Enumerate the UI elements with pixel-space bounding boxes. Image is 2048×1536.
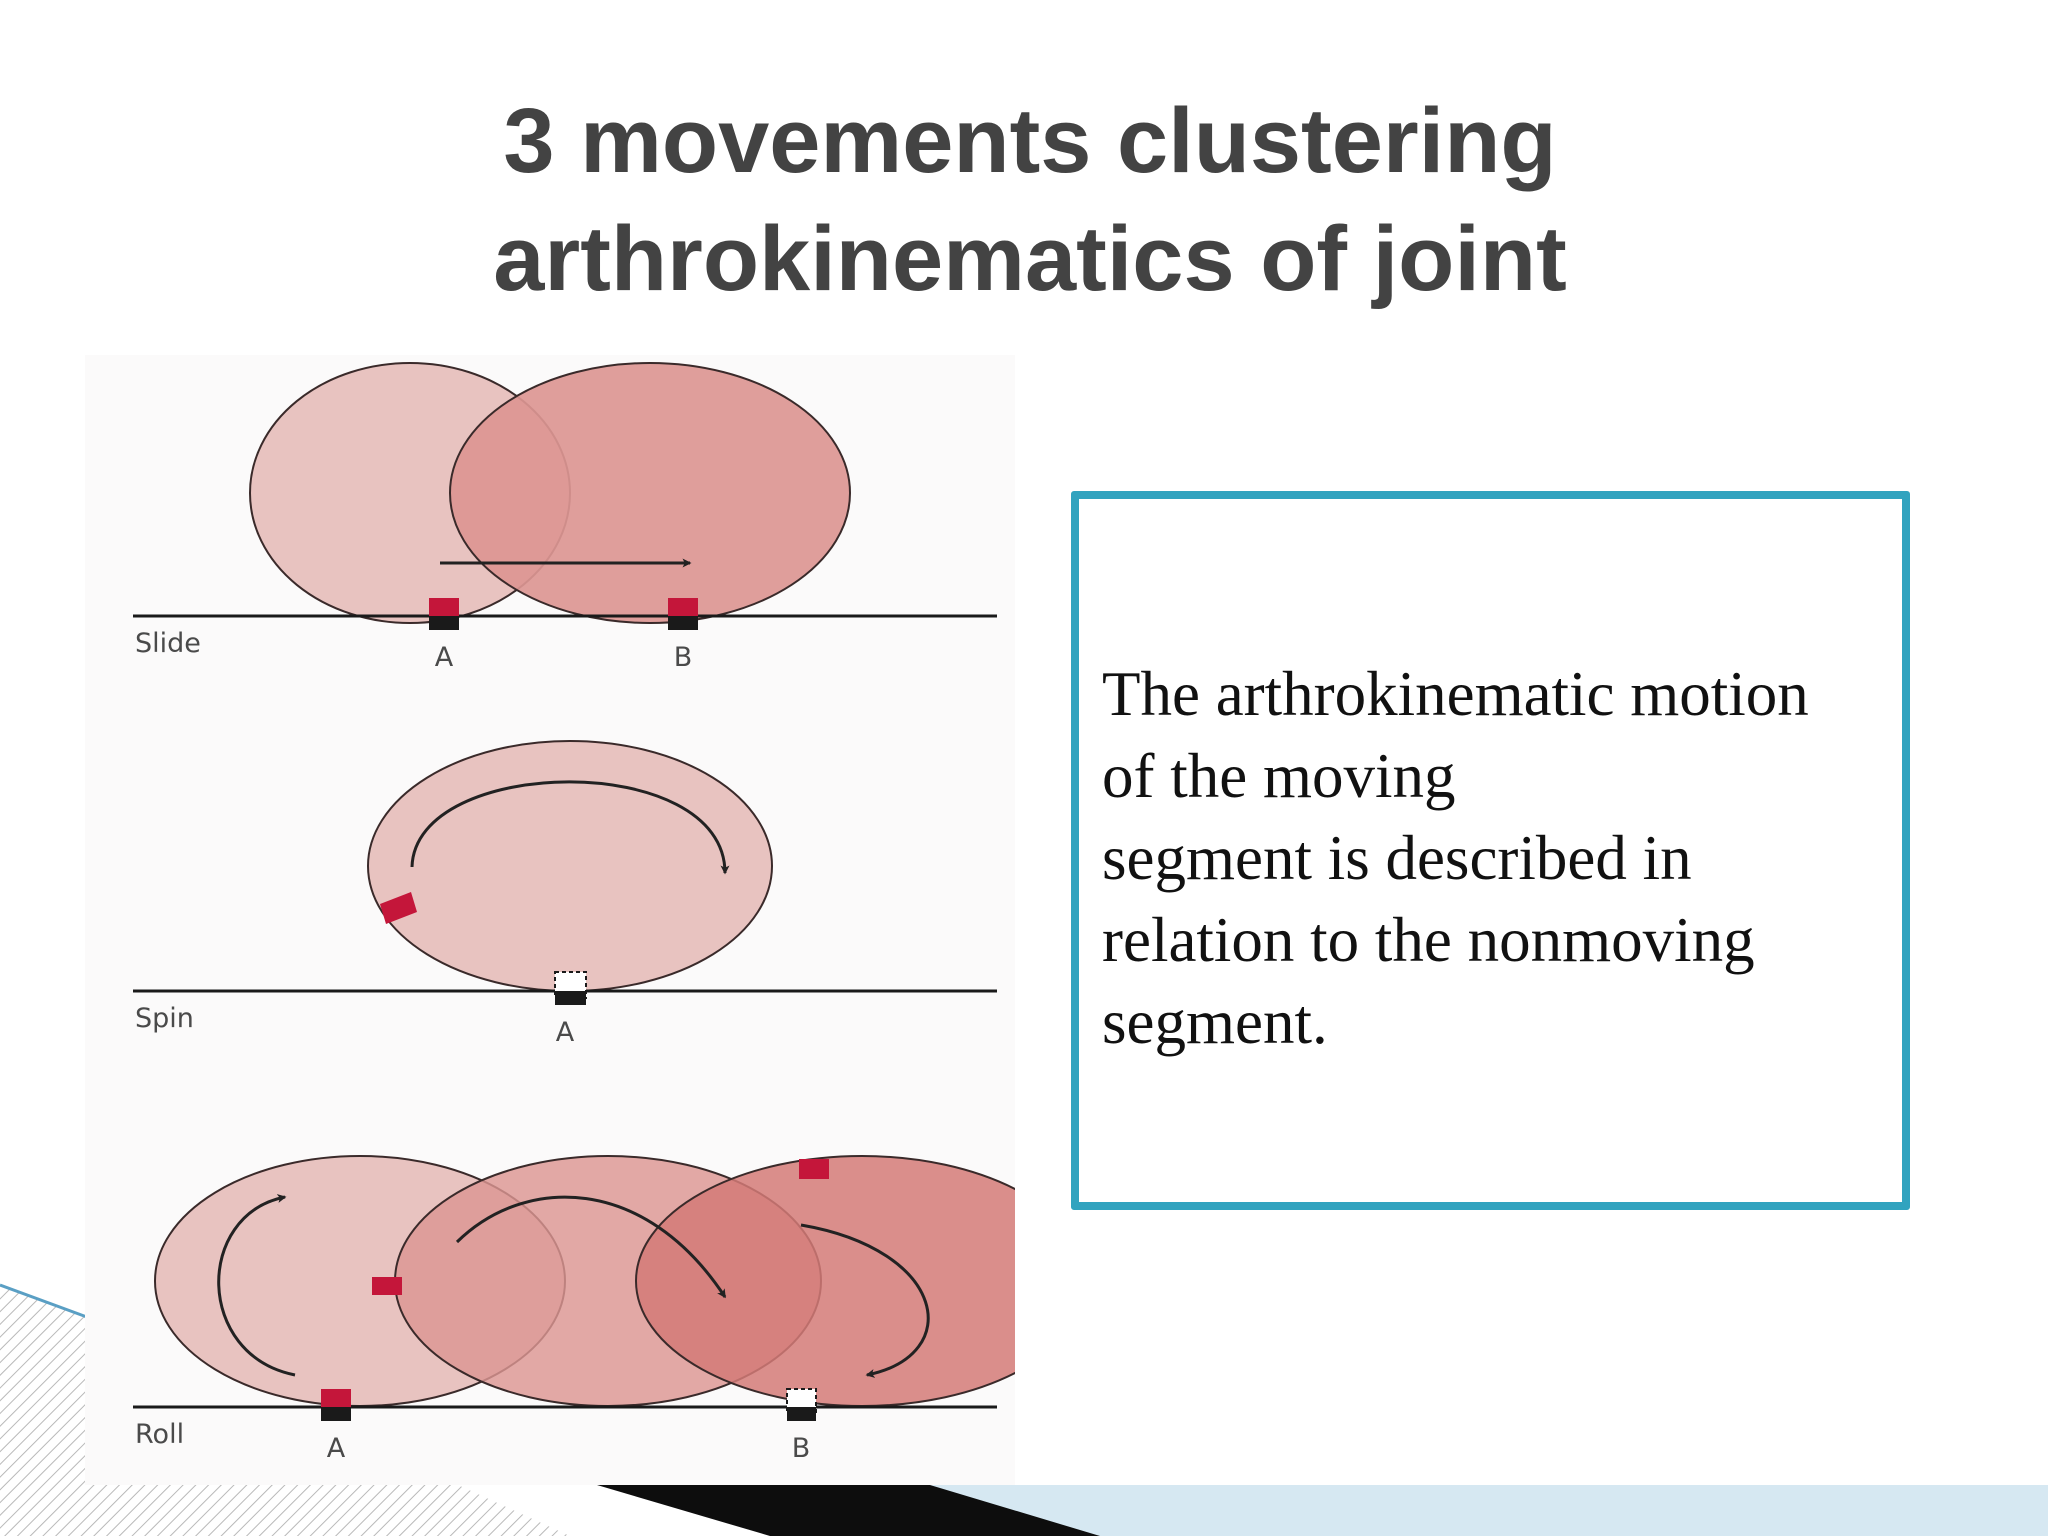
- spin-marker-moved: [380, 892, 417, 924]
- description-line-5: segment.: [1102, 987, 1328, 1057]
- spin-circle: [367, 740, 773, 992]
- roll-arrow-2: [455, 1195, 727, 1299]
- slide-point-a-label: A: [435, 642, 454, 673]
- roll-label: Roll: [135, 1419, 184, 1450]
- description-text: The arthrokinematic motion of the moving…: [1102, 653, 1902, 1063]
- roll-point-b-label: B: [792, 1433, 811, 1464]
- slide-title-line-2: arthrokinematics of joint: [493, 208, 1567, 310]
- spin-panel: Spin A: [133, 740, 997, 1048]
- slide-title-line-1: 3 movements clustering: [503, 90, 1557, 192]
- black-swoosh: [580, 1480, 1100, 1536]
- slide-end-circle: [449, 362, 851, 624]
- roll-marker-top: [799, 1159, 829, 1179]
- roll-arrow-3: [800, 1223, 930, 1378]
- slide-panel: Slide A B: [133, 362, 997, 673]
- slide-label: Slide: [135, 628, 201, 659]
- arthrokinematics-diagram: Slide A B Spin A Roll A B: [85, 355, 1015, 1485]
- description-line-1: The arthrokinematic motion: [1102, 659, 1809, 729]
- spin-point-a-label: A: [556, 1017, 575, 1048]
- roll-panel: Roll A B: [133, 1155, 1015, 1464]
- spin-label: Spin: [135, 1003, 194, 1034]
- description-line-3: segment is described in: [1102, 823, 1692, 893]
- spin-arrow: [410, 780, 730, 875]
- roll-point-a-label: A: [327, 1433, 346, 1464]
- description-line-4: relation to the nonmoving: [1102, 905, 1755, 975]
- slide-title: 3 movements clustering arthrokinematics …: [300, 82, 1760, 318]
- light-blue-ribbon: [930, 1485, 2048, 1536]
- description-text-box: The arthrokinematic motion of the moving…: [1071, 491, 1910, 1210]
- roll-marker-middle: [372, 1277, 402, 1295]
- slide-point-b-label: B: [674, 642, 693, 673]
- roll-arrow-1: [217, 1194, 296, 1377]
- description-line-2: of the moving: [1102, 741, 1456, 811]
